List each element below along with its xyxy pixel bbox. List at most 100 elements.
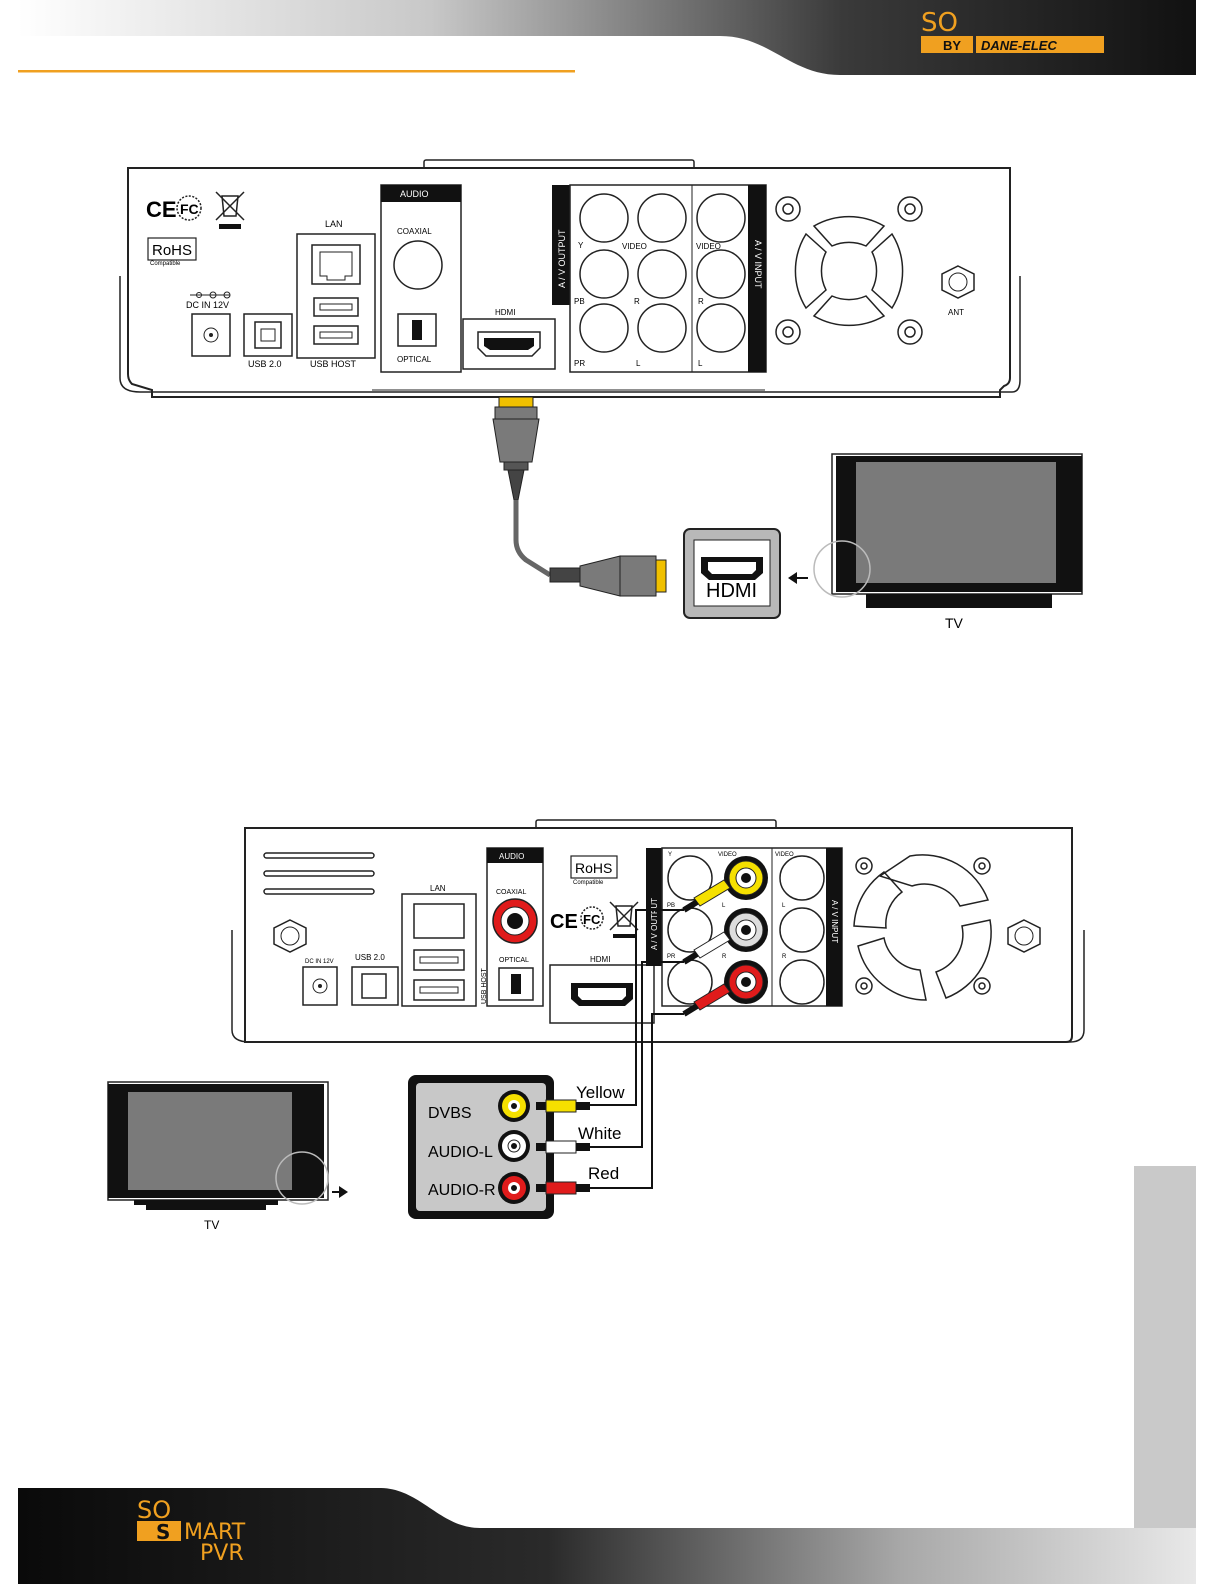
hdmi-label: HDMI xyxy=(495,308,515,317)
jack-audio-red xyxy=(724,960,768,1004)
coaxial-port xyxy=(393,240,443,290)
panel-dvbs-label: DVBS xyxy=(428,1105,472,1122)
weee-icon-2 xyxy=(609,901,639,938)
footer-logo-mart: MART xyxy=(184,1520,246,1545)
panel-jack-red xyxy=(498,1172,530,1204)
header-banner: SO BY DANE-ELEC xyxy=(18,0,1196,75)
coaxial-label: COAXIAL xyxy=(397,227,432,236)
header-logo-so: SO xyxy=(921,8,958,38)
rca-plugs-device xyxy=(682,879,731,1017)
cable-yellow-label: Yellow xyxy=(576,1083,625,1102)
jack-video-yellow xyxy=(724,856,768,900)
header-logo-by: BY xyxy=(943,38,961,53)
hdmi-port xyxy=(462,318,556,370)
jack-pr-label-2: PR xyxy=(667,954,676,960)
panel-audio-r-label: AUDIO-R xyxy=(428,1182,496,1199)
coaxial-label-2: COAXIAL xyxy=(496,889,526,896)
optical-label: OPTICAL xyxy=(397,355,432,364)
header-accent-line xyxy=(18,70,575,73)
jack-r-in-label: R xyxy=(698,297,704,306)
footer-logo-s: S xyxy=(156,1520,170,1544)
cable-white-label: White xyxy=(578,1124,621,1143)
jack-y-label: Y xyxy=(578,241,584,250)
jack-y-label-2: Y xyxy=(668,852,672,858)
usb-host-port-2b xyxy=(413,979,465,1001)
jack-video-label-2: VIDEO xyxy=(718,852,737,858)
composite-diagram-svg: DC IN 12V USB 2.0 LAN USB HOST AUDIO COA… xyxy=(107,819,1085,1232)
lan-port-2 xyxy=(413,903,465,939)
usb-host-label: USB HOST xyxy=(310,359,357,369)
ce-mark-2: CE xyxy=(550,911,578,933)
panel-jack-white xyxy=(498,1130,530,1162)
cable-red-label: Red xyxy=(588,1164,619,1183)
dc-in-port xyxy=(191,313,231,357)
jack-video-in-label-2: VIDEO xyxy=(775,852,794,858)
fan-grille-2 xyxy=(853,854,992,1001)
lan-label: LAN xyxy=(325,219,343,229)
audio-label: AUDIO xyxy=(400,189,429,199)
antenna-port-right xyxy=(1007,919,1041,953)
hdmi-diagram-svg: CE FC RoHS Compatible DC IN 12V USB 2.0 … xyxy=(119,159,1083,631)
usb-host-port-1 xyxy=(313,297,359,317)
rohs-sub-2: Compatible xyxy=(573,880,604,886)
av-output-label-2: A / V OUTPUT xyxy=(650,898,659,950)
tv-hdmi xyxy=(813,453,1083,608)
rohs-mark: RoHS xyxy=(152,242,192,259)
optical-label-2: OPTICAL xyxy=(499,957,529,964)
tv-hdmi-port-label: HDMI xyxy=(706,580,757,602)
jack-l-in-label-2: L xyxy=(782,903,786,909)
dc-in-label-2: DC IN 12V xyxy=(305,959,334,965)
jack-video-label: VIDEO xyxy=(622,242,647,251)
ant-label: ANT xyxy=(948,308,964,317)
fc-mark: FC xyxy=(180,201,199,217)
usb-host-port-2 xyxy=(313,325,359,345)
tv-label-hdmi: TV xyxy=(945,615,964,631)
rohs-mark-2: RoHS xyxy=(575,860,612,876)
header-logo-brand: DANE-ELEC xyxy=(981,38,1057,53)
av-input-label: A / V INPUT xyxy=(753,240,763,289)
usb-host-port-2a xyxy=(413,949,465,971)
weee-icon xyxy=(215,191,245,229)
optical-port xyxy=(397,313,437,347)
av-input-label-2: A / V INPUT xyxy=(830,900,839,943)
footer-logo-pvr: PVR xyxy=(200,1541,244,1566)
hdmi-label-2: HDMI xyxy=(590,955,610,964)
av-output-label: A / V OUTPUT xyxy=(557,229,567,288)
page-header: SO BY DANE-ELEC xyxy=(0,0,1224,80)
footer-logo-so: SO xyxy=(137,1496,171,1524)
jack-pr-label: PR xyxy=(574,359,585,368)
usb20-label-2: USB 2.0 xyxy=(355,953,385,962)
tv-composite xyxy=(107,1081,348,1210)
usb20-label: USB 2.0 xyxy=(248,359,282,369)
jack-l-in-label: L xyxy=(698,359,703,368)
jack-video-in-label: VIDEO xyxy=(696,242,721,251)
dc-in-port-2 xyxy=(302,966,338,1006)
antenna-port-left xyxy=(273,919,307,953)
lan-label-2: LAN xyxy=(430,884,446,893)
antenna-port xyxy=(941,265,975,299)
jack-r-label-2: R xyxy=(722,954,727,960)
rca-plugs-panel xyxy=(536,1099,590,1195)
dc-in-label: DC IN 12V xyxy=(186,300,229,310)
jack-pb-label-2: PB xyxy=(667,903,675,909)
vent-slots xyxy=(263,852,375,895)
panel-audio-l-label: AUDIO-L xyxy=(428,1144,493,1161)
fan-grille xyxy=(775,196,923,345)
rca-jacks-d1 xyxy=(579,193,746,353)
tv-label-composite: TV xyxy=(204,1218,219,1232)
rohs-sub: Compatible xyxy=(150,261,181,267)
fc-mark-2: FC xyxy=(583,912,601,927)
lan-port xyxy=(311,244,361,285)
optical-port-2 xyxy=(498,967,534,1001)
jack-audio-white xyxy=(724,908,768,952)
usb20-port-2 xyxy=(351,966,399,1006)
av-cables xyxy=(590,909,684,1189)
diagram-composite: DC IN 12V USB 2.0 LAN USB HOST AUDIO COA… xyxy=(0,810,1224,1240)
jack-l-label: L xyxy=(636,359,641,368)
hdmi-port-2 xyxy=(549,964,655,1024)
usb-host-label-2: USB HOST xyxy=(481,967,488,1004)
jack-pb-label: PB xyxy=(574,297,585,306)
diagram-hdmi: CE FC RoHS Compatible DC IN 12V USB 2.0 … xyxy=(0,150,1224,650)
usb20-port xyxy=(243,313,293,357)
audio-label-2: AUDIO xyxy=(499,852,524,861)
